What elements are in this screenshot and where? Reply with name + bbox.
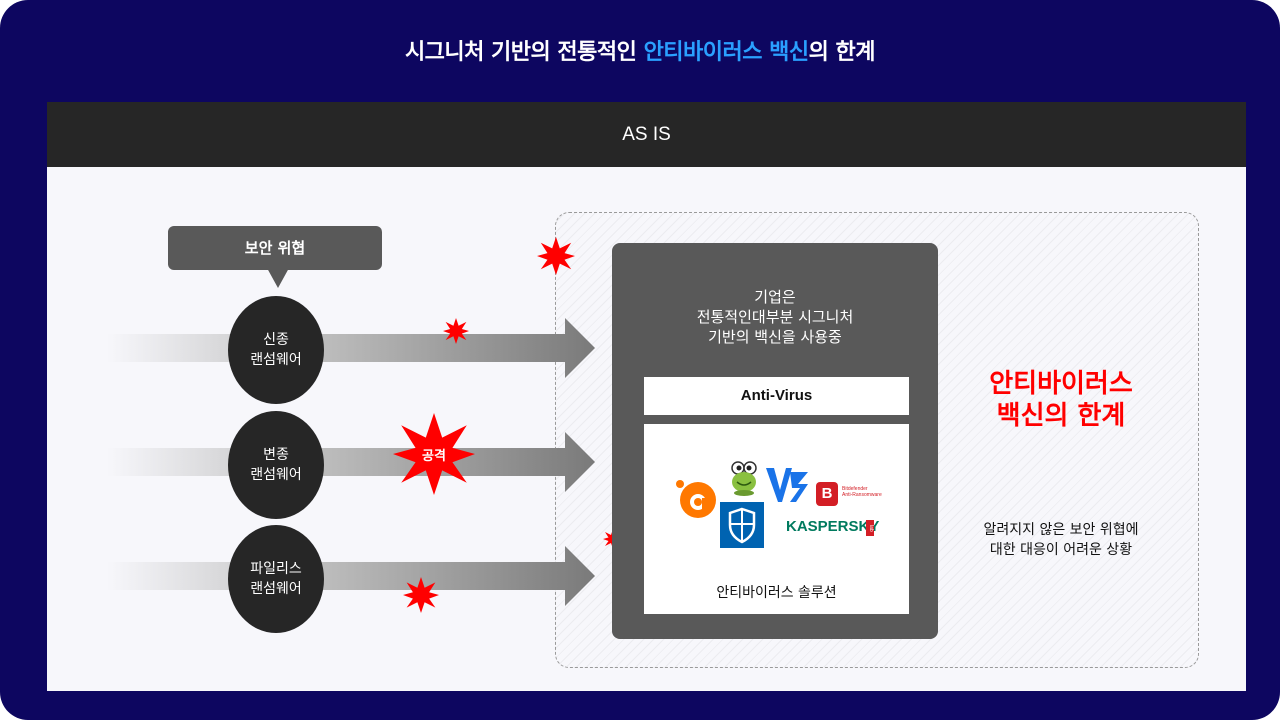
limitation-title: 안티바이러스 백신의 한계 [951, 368, 1171, 432]
burst-icon [443, 318, 469, 344]
bitdefender-text-line: Anti-Ransomware [842, 492, 882, 498]
company-line: 기반의 백신을 사용중 [708, 328, 842, 346]
arrows [107, 318, 595, 606]
threat-box-pointer [267, 268, 289, 288]
circle-label: 랜섬웨어 [250, 352, 302, 368]
circle-label: 신종 [263, 332, 289, 348]
limitation-description-line: 알려지지 않은 보안 위협에 [983, 522, 1139, 538]
arrow-fileless-ransomware [107, 546, 595, 606]
circle-label: 파일리스 [250, 561, 302, 577]
v3-logo-icon [766, 468, 808, 502]
frog-mascot-icon [731, 461, 757, 496]
limitation-title-line: 안티바이러스 [989, 369, 1133, 399]
title-highlight: 안티바이러스 백신 [643, 40, 810, 65]
bitdefender-text: Bitdefender Anti-Ransomware [842, 486, 882, 498]
circle-label: 랜섬웨어 [250, 467, 302, 483]
burst-icon [537, 237, 575, 275]
arrow-variant-ransomware [107, 432, 595, 492]
arrow-new-ransomware [107, 318, 595, 378]
page-title: 시그니처 기반의 전통적인 안티바이러스 백신의 한계 [0, 34, 1280, 66]
windows-defender-shield-icon [720, 502, 764, 548]
title-text: 시그니처 기반의 전통적인 [404, 40, 644, 65]
limitation-description-line: 대한 대응이 어려운 상황 [989, 542, 1133, 558]
title-suffix: 의 한계 [808, 40, 876, 65]
company-line: 전통적인대부분 시그니처 [696, 308, 854, 326]
attack-label: 공격 [422, 449, 446, 464]
attack-burst-icon [393, 413, 475, 495]
company-box: 기업은 전통적인대부분 시그니처 기반의 백신을 사용중 Anti-Virus [612, 243, 938, 639]
limitation-title-line: 백신의 한계 [996, 401, 1126, 431]
kaspersky-lab-badge: lab [866, 520, 874, 536]
antivirus-solution-caption: 안티바이러스 솔루션 [716, 585, 837, 601]
anti-virus-label: Anti-Virus [644, 377, 909, 415]
company-line: 기업은 [754, 288, 796, 306]
antivirus-logos-box: B Bitdefender Anti-Ransomware KASPERSKY … [644, 424, 909, 614]
circle-label: 변종 [263, 447, 289, 463]
avast-logo-icon [676, 480, 716, 518]
bitdefender-logo-icon: B [816, 482, 838, 506]
kaspersky-logo: KASPERSKY [786, 518, 880, 535]
circle-label: 랜섬웨어 [250, 581, 302, 597]
threat-box: 보안 위협 [168, 226, 382, 270]
company-description: 기업은 전통적인대부분 시그니처 기반의 백신을 사용중 [612, 287, 938, 347]
bitdefender-text-line: Bitdefender [842, 486, 868, 492]
burst-icon [403, 577, 439, 613]
as-is-header: AS IS [47, 102, 1246, 167]
limitation-description: 알려지지 않은 보안 위협에 대한 대응이 어려운 상황 [951, 520, 1171, 560]
